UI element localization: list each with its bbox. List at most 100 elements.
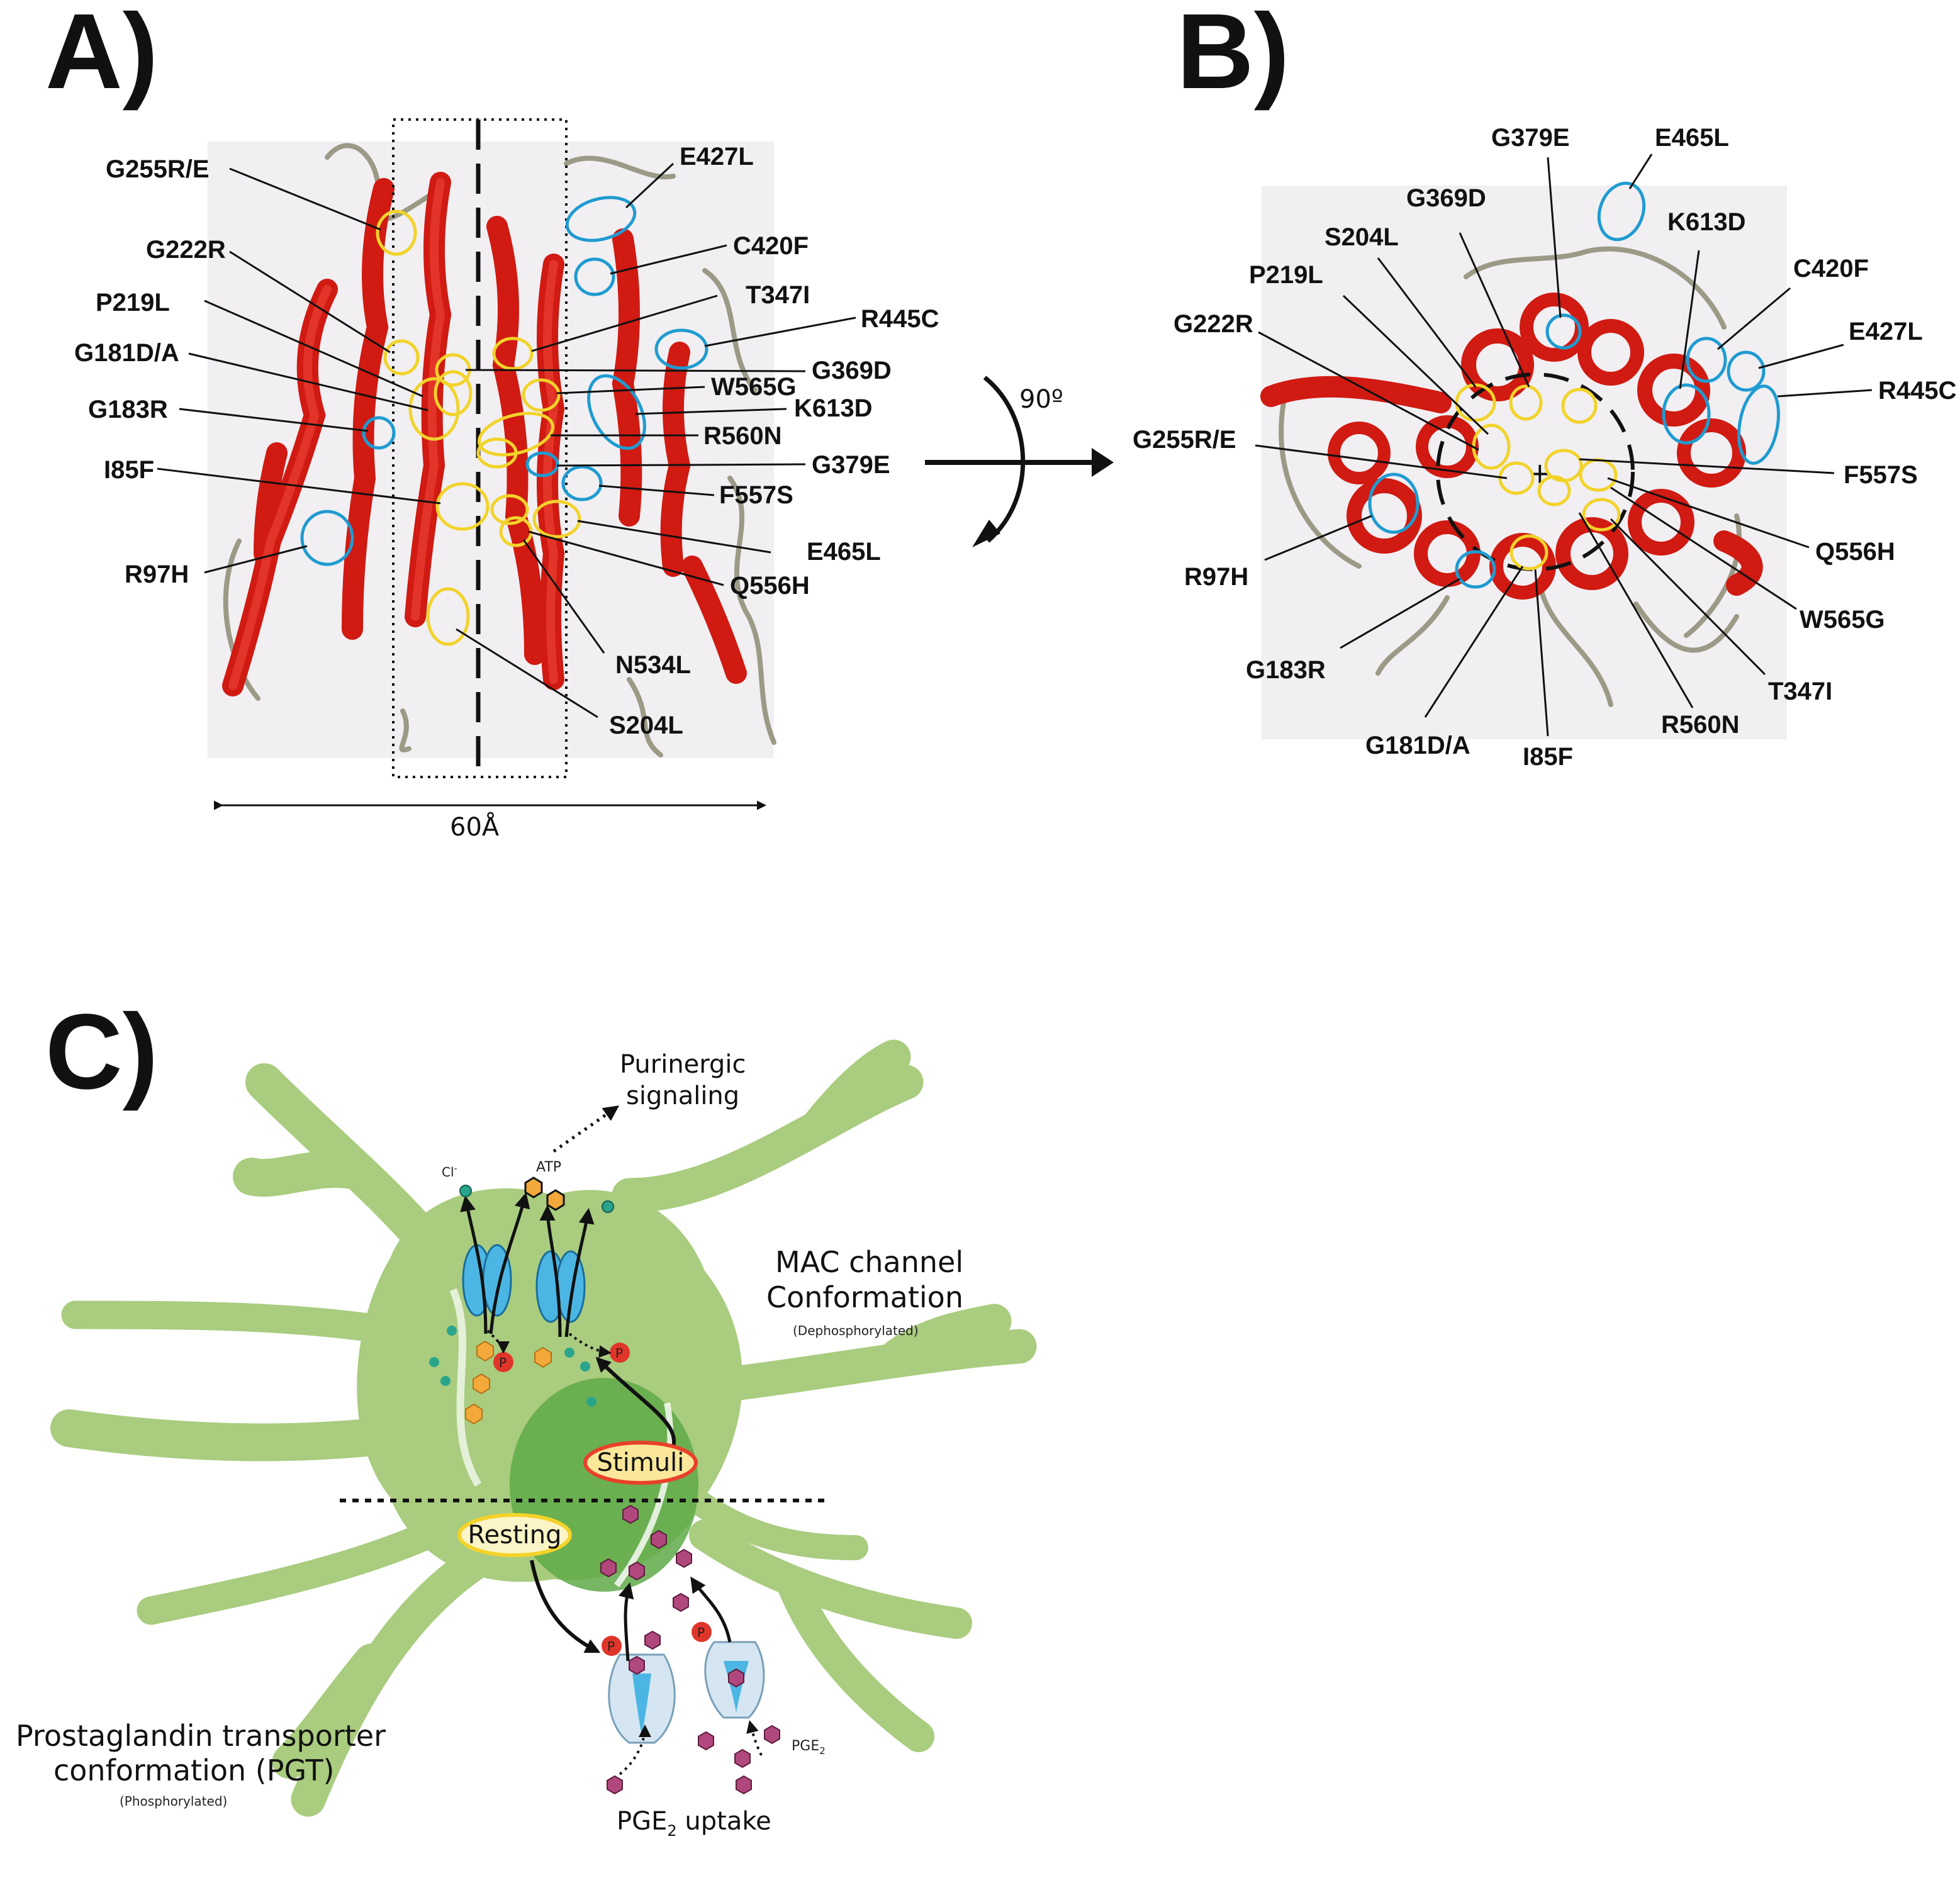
label-a-s204l: S204L (609, 712, 683, 739)
label-a-n534l: N534L (615, 651, 691, 679)
rotation-arrow-head (1092, 448, 1114, 477)
mac-channel-left (462, 1244, 512, 1317)
stimuli-badge (583, 1441, 698, 1485)
label-b-q556h: Q556H (1815, 538, 1895, 566)
panel-a-letter: A) (45, 0, 158, 111)
svg-text:P: P (697, 1625, 705, 1640)
label-b-f557s: F557S (1844, 461, 1918, 489)
intracellular-pge2-molecules (600, 1504, 744, 1688)
label-b-r97h: R97H (1184, 563, 1248, 591)
atp-efflux-arrow-right (539, 1205, 562, 1338)
mac-label-line2: Conformation (766, 1280, 963, 1314)
extracellular-atp-molecules (524, 1176, 565, 1211)
extracellular-chloride-ions (459, 1185, 614, 1213)
pge2-influx-arrow-right (690, 1576, 732, 1643)
label-a-g183r: G183R (88, 396, 168, 423)
label-a-c420f: C420F (733, 232, 809, 260)
label-a-f557s: F557S (719, 481, 793, 509)
mac-label-line1: MAC channel (775, 1245, 963, 1279)
label-a-w565g: W565G (711, 373, 797, 401)
pge2-uptake-label: PGE2 uptake (617, 1807, 771, 1840)
panel-a-labels-left: G255R/E G222R P219L G181D/A G183R I85F R… (74, 155, 226, 588)
label-a-t347i: T347I (746, 281, 810, 309)
chloride-label: Cl- (442, 1164, 457, 1180)
extracellular-pge2-molecules (607, 1724, 780, 1795)
resting-label: Resting (468, 1521, 562, 1550)
rotation-arrow: 90º (925, 376, 1114, 547)
panel-c: C) (16, 992, 1037, 1840)
pore-circle (1436, 372, 1635, 571)
mac-sub-label: (Dephosphorylated) (793, 1323, 919, 1338)
pge2-small-label: PGE2 (792, 1738, 826, 1757)
resting-badge (457, 1513, 572, 1557)
label-b-g181da: G181D/A (1365, 732, 1470, 759)
stimuli-arrow (595, 1356, 676, 1448)
svg-text:P: P (615, 1346, 623, 1361)
cell-highlight (449, 1288, 482, 1487)
purinergic-dotted-arrow (552, 1105, 620, 1153)
panel-c-letter: C) (45, 992, 158, 1112)
dephosphorylation-arrow-right (568, 1333, 612, 1358)
label-b-t347i: T347I (1768, 678, 1832, 705)
panel-b-structure-background (1262, 186, 1787, 739)
label-b-s204l: S204L (1324, 223, 1399, 251)
pgt-transporter-left: P (602, 1636, 676, 1744)
label-a-e427l: E427L (680, 143, 754, 170)
label-b-w565g: W565G (1800, 606, 1885, 634)
label-b-g379e: G379E (1491, 124, 1570, 152)
panel-b-leader-lines (1255, 154, 1873, 737)
label-b-e427l: E427L (1849, 318, 1923, 345)
label-b-c420f: C420F (1793, 255, 1869, 282)
label-a-g255re: G255R/E (106, 155, 210, 183)
label-a-r560n: R560N (703, 422, 782, 450)
chloride-efflux-arrow (460, 1195, 488, 1334)
label-a-i85f: I85F (104, 456, 154, 484)
panel-a-leader-lines (157, 162, 856, 718)
pgt-label-line1: Prostaglandin transporter (16, 1719, 386, 1753)
intracellular-chloride-ions (429, 1326, 596, 1407)
atp-label: ATP (536, 1160, 561, 1175)
label-a-q556h: Q556H (730, 572, 810, 600)
rotation-curve-head (972, 520, 1000, 547)
label-a-e465l: E465L (807, 538, 881, 566)
svg-text:P: P (607, 1639, 615, 1654)
label-a-k613d: K613D (794, 394, 873, 422)
stimuli-label: Stimuli (597, 1448, 685, 1477)
pge2-uptake-dotted-arrow-left (619, 1724, 651, 1775)
pge2-influx-arrow-left (619, 1582, 634, 1662)
panel-b-residue-rings (1368, 181, 1780, 589)
panel-b: B) + (1133, 0, 1957, 771)
resting-arrow (530, 1560, 601, 1653)
pgt-label-line2: conformation (PGT) (53, 1753, 335, 1787)
svg-text:P: P (499, 1355, 507, 1370)
label-b-k613d: K613D (1667, 208, 1746, 236)
panel-a-residue-rings (300, 196, 708, 646)
label-a-g369d: G369D (812, 357, 892, 384)
label-b-g222r: G222R (1173, 310, 1253, 338)
purinergic-label-line2: signaling (626, 1081, 739, 1110)
panel-b-labels: G379E E465L G369D K613D S204L P219L G222… (1133, 124, 1957, 771)
panel-a-labels-right: E427L C420F T347I R445C G369D W565G K613… (609, 143, 939, 739)
panel-a: A) (45, 0, 939, 842)
pge2-uptake-dotted-arrow-right (746, 1720, 763, 1756)
label-a-g379e: G379E (812, 451, 890, 479)
panel-b-letter: B) (1177, 0, 1289, 111)
label-b-g183r: G183R (1246, 656, 1326, 684)
scale-bar-label: 60Å (450, 812, 500, 842)
label-a-r445c: R445C (861, 305, 939, 333)
rotation-curve (983, 376, 1026, 543)
label-b-g369d: G369D (1406, 184, 1486, 212)
label-b-r445c: R445C (1878, 377, 1957, 405)
label-b-r560n: R560N (1661, 711, 1740, 739)
atp-efflux-arrow-left (489, 1192, 530, 1334)
mac-phosphate-groups: P P (493, 1343, 630, 1372)
label-b-e465l: E465L (1655, 124, 1729, 152)
pgt-sub-label: (Phosphorylated) (120, 1794, 227, 1809)
rotation-label: 90º (1019, 385, 1063, 414)
purinergic-label-line1: Purinergic (620, 1050, 746, 1079)
label-a-p219l: P219L (96, 289, 170, 316)
label-b-i85f: I85F (1523, 743, 1573, 771)
label-b-g255re: G255R/E (1133, 426, 1236, 454)
chloride-efflux-arrow-right (564, 1208, 595, 1338)
